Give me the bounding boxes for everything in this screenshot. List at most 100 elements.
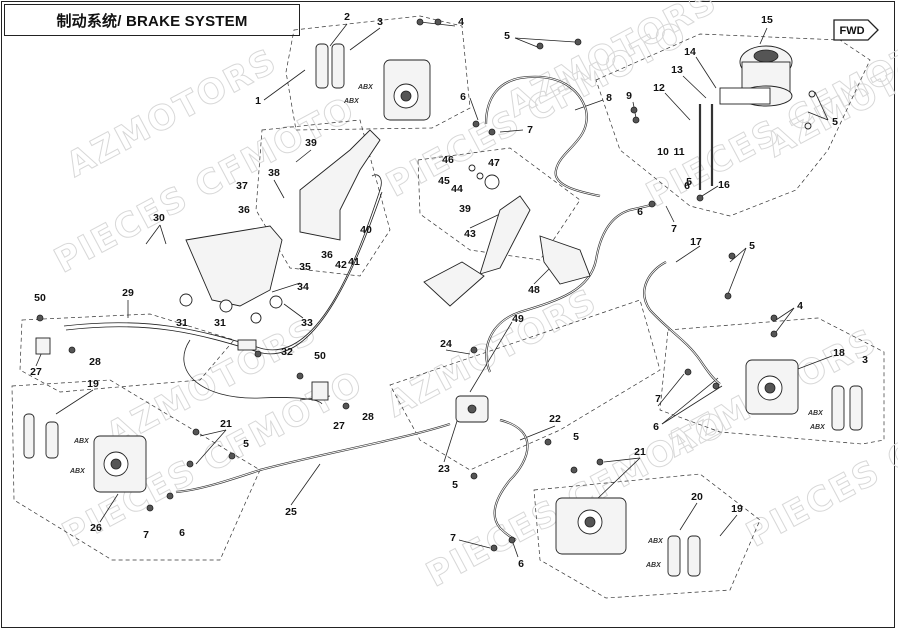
- callout-number: 5: [573, 430, 579, 443]
- brake-pad-mark: ABX: [344, 98, 359, 105]
- callout-number: 21: [220, 417, 232, 430]
- callout-number: 4: [797, 299, 803, 312]
- callout-number: 44: [451, 182, 463, 195]
- callout-number: 6: [460, 90, 466, 103]
- callout-number: 18: [833, 346, 845, 359]
- callout-number: 8: [606, 91, 612, 104]
- callout-number: 36: [238, 203, 250, 216]
- callout-number: 41: [348, 255, 360, 268]
- brake-pad-mark: ABX: [646, 562, 661, 569]
- callout-number: 19: [731, 502, 743, 515]
- callout-number: 47: [488, 156, 500, 169]
- master-cylinder: [719, 45, 816, 130]
- callout-number: 24: [440, 337, 452, 350]
- callout-number: 38: [268, 166, 280, 179]
- callout-number: 43: [464, 227, 476, 240]
- callout-number: 19: [87, 377, 99, 390]
- callout-number: 5: [832, 115, 838, 128]
- callout-number: 20: [691, 490, 703, 503]
- front-left-caliper: [745, 359, 863, 431]
- brake-pad-mark: ABX: [74, 438, 89, 445]
- callout-number: 21: [634, 445, 646, 458]
- callout-number: 39: [305, 136, 317, 149]
- callout-number: 42: [335, 258, 347, 271]
- rear-caliper-lower-right: [555, 497, 701, 577]
- callout-number: 7: [450, 531, 456, 544]
- callout-number: 36: [321, 248, 333, 261]
- callout-number: 5: [686, 175, 692, 188]
- callout-number: 29: [122, 286, 134, 299]
- callout-number: 13: [671, 63, 683, 76]
- callout-number: 10: [657, 145, 669, 158]
- callout-number: 11: [673, 145, 685, 158]
- callout-number: 4: [458, 15, 464, 28]
- forward-direction-badge: FWD: [832, 14, 882, 46]
- callout-number: 50: [314, 349, 326, 362]
- callout-number: 5: [504, 29, 510, 42]
- callout-number: 7: [527, 123, 533, 136]
- proportioning-valve: [455, 395, 489, 423]
- callout-number: 5: [243, 437, 249, 450]
- callout-number: 35: [299, 260, 311, 273]
- callout-number: 39: [459, 202, 471, 215]
- callout-number: 5: [749, 239, 755, 252]
- callout-number: 32: [281, 345, 293, 358]
- callout-number: 15: [761, 13, 773, 26]
- callout-number: 12: [653, 81, 665, 94]
- callout-number: 45: [438, 174, 450, 187]
- callout-number: 40: [360, 223, 372, 236]
- callout-number: 26: [90, 521, 102, 534]
- callout-number: 28: [89, 355, 101, 368]
- fwd-arrow-icon: FWD: [833, 19, 879, 41]
- callout-number: 6: [637, 205, 643, 218]
- callout-number: 27: [30, 365, 42, 378]
- fwd-label: FWD: [839, 25, 864, 37]
- callout-number: 1: [255, 94, 261, 107]
- callout-number: 14: [684, 45, 696, 58]
- callout-number: 7: [671, 222, 677, 235]
- brake-hoses: [63, 75, 721, 541]
- callout-number: 17: [690, 235, 702, 248]
- page-title: 制动系统/ BRAKE SYSTEM: [4, 4, 300, 36]
- front-right-caliper: [315, 43, 431, 121]
- callout-number: 46: [442, 153, 454, 166]
- callout-number: 25: [285, 505, 297, 518]
- callout-number: 6: [653, 420, 659, 433]
- callout-number: 6: [684, 179, 690, 192]
- callout-number: 7: [655, 392, 661, 405]
- leader-lines: [35, 21, 833, 558]
- callout-number: 37: [236, 179, 248, 192]
- callout-number: 31: [176, 316, 188, 329]
- fasteners: [35, 18, 778, 552]
- callout-number: 7: [143, 528, 149, 541]
- callout-number: 5: [452, 478, 458, 491]
- callout-number: 33: [301, 316, 313, 329]
- callout-number: 34: [297, 280, 309, 293]
- callout-number: 31: [214, 316, 226, 329]
- callout-number: 16: [718, 178, 730, 191]
- rear-caliper-lower-left: [23, 413, 147, 493]
- callout-number: 3: [862, 353, 868, 366]
- callout-number: 2: [344, 10, 350, 23]
- callout-number: 23: [438, 462, 450, 475]
- brake-pedal: [423, 195, 591, 307]
- callout-number: 28: [362, 410, 374, 423]
- parking-brake-lever: [185, 129, 381, 307]
- callout-number: 3: [377, 15, 383, 28]
- brake-pad-mark: ABX: [358, 84, 373, 91]
- callout-number: 27: [333, 419, 345, 432]
- brake-pad-mark: ABX: [70, 468, 85, 475]
- callout-number: 30: [153, 211, 165, 224]
- brake-pad-mark: ABX: [810, 424, 825, 431]
- callout-number: 6: [179, 526, 185, 539]
- callout-number: 49: [512, 312, 524, 325]
- callout-number: 6: [518, 557, 524, 570]
- callout-number: 9: [626, 89, 632, 102]
- callout-number: 22: [549, 412, 561, 425]
- brake-pad-mark: ABX: [648, 538, 663, 545]
- callout-number: 48: [528, 283, 540, 296]
- callout-number: 50: [34, 291, 46, 304]
- group-outlines: [11, 15, 885, 599]
